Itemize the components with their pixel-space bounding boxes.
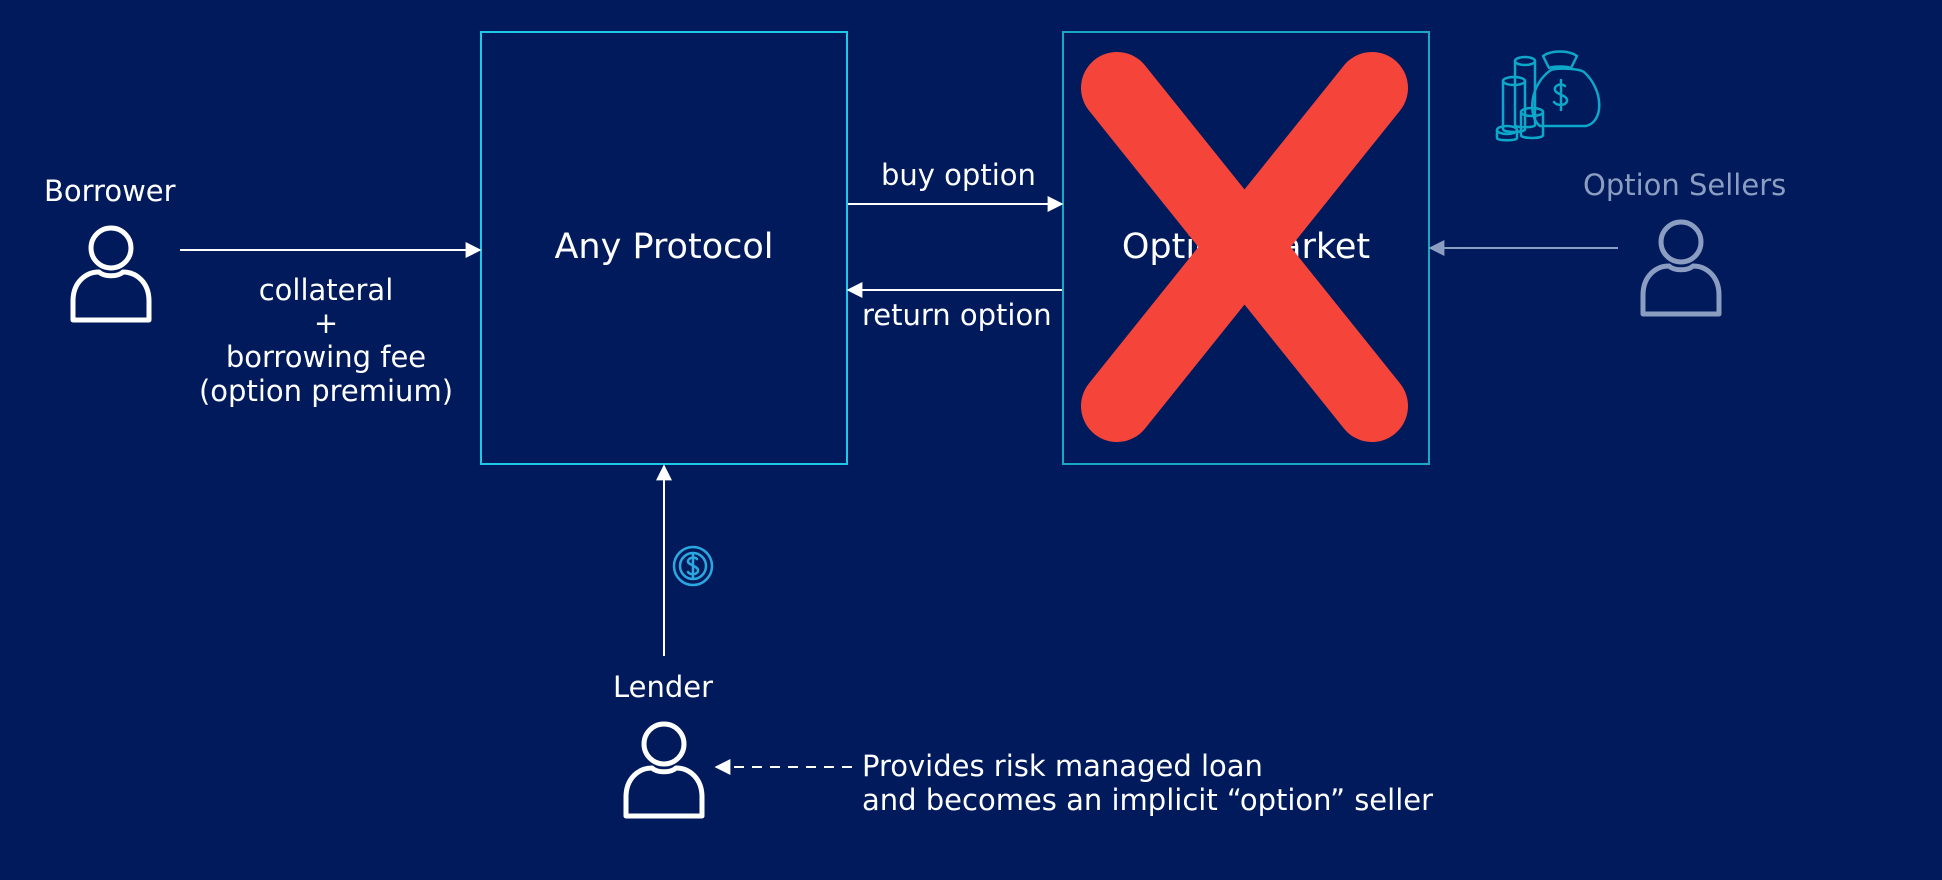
user-icon: [623, 721, 705, 819]
buy-option-label: buy option: [881, 158, 1036, 192]
collateral-label: collateral: [258, 273, 394, 307]
lender-label: Lender: [613, 670, 714, 704]
borrowing-fee-label: borrowing fee: [225, 340, 427, 374]
borrower-label: Borrower: [44, 174, 176, 208]
any-protocol-title: Any Protocol: [554, 227, 774, 267]
user-icon: [1640, 219, 1722, 317]
lender-note-line1: Provides risk managed loan: [862, 749, 1263, 783]
dollar-coin-icon: [672, 545, 714, 587]
option-premium-label: (option premium): [198, 374, 454, 408]
user-icon: [70, 225, 152, 323]
option-market-title: Option Market: [1121, 227, 1371, 267]
lender-note-line2: and becomes an implicit “option” seller: [862, 783, 1434, 817]
option-sellers-label: Option Sellers: [1583, 168, 1787, 202]
return-option-label: return option: [862, 298, 1052, 332]
money-bag-coins-icon: [1495, 50, 1601, 142]
plus-label: +: [313, 306, 339, 340]
